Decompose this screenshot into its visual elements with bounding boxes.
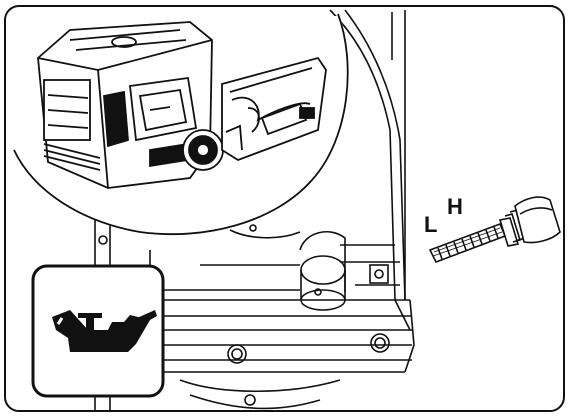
inset-generator (37, 21, 327, 189)
dipstick-high-mark: H (447, 194, 463, 219)
dipstick-low-mark: L (424, 212, 437, 237)
figure-frame (4, 5, 565, 412)
dipstick-illustration (428, 196, 561, 264)
oil-can-icon (31, 264, 165, 398)
